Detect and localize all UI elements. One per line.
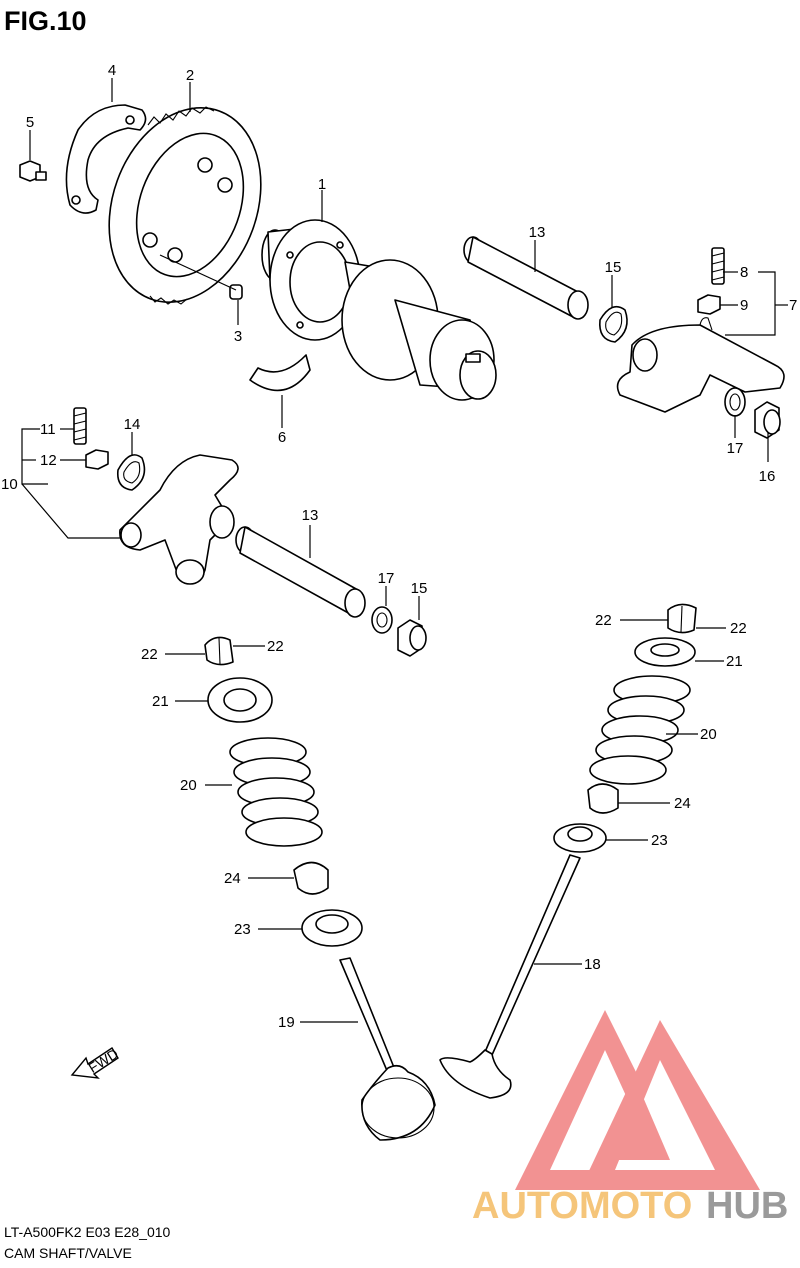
callout-13: 13 (529, 224, 546, 241)
guide-plate (65, 104, 147, 214)
callout-1: 1 (318, 176, 326, 193)
spacer-right (724, 387, 746, 417)
valve-spring-right (589, 675, 691, 785)
callout-15-right: 15 (605, 259, 622, 276)
callout-22-d: 22 (730, 620, 747, 637)
callout-2: 2 (186, 67, 194, 84)
valve-stem-seal-right (587, 783, 619, 814)
callout-20-right: 20 (700, 726, 717, 743)
valve-cotter-left (204, 636, 234, 666)
lock-nut-left (85, 449, 109, 470)
bolt (19, 160, 47, 182)
rocker-arm-right (616, 317, 785, 413)
section-name-caption: CAM SHAFT/VALVE (4, 1245, 132, 1261)
callout-10: 10 (1, 476, 18, 493)
model-code-caption: LT-A500FK2 E03 E28_010 (4, 1224, 171, 1240)
callout-3: 3 (234, 328, 242, 345)
callout-16-right: 16 (759, 468, 776, 485)
valve-cotter-right (667, 603, 697, 634)
callout-22-a: 22 (141, 646, 158, 663)
valve-stem-seal-left (293, 861, 329, 895)
adjusting-screw-right (711, 247, 725, 285)
exhaust-valve (439, 854, 581, 1099)
rocker-shaft-right (463, 236, 589, 320)
callout-17-left: 17 (378, 570, 395, 587)
rocker-arm-left (119, 454, 239, 585)
thrust-washer (249, 354, 311, 392)
forward-arrow: FWD (70, 1045, 122, 1079)
camshaft (261, 219, 497, 401)
spring-seat-right (553, 823, 607, 853)
callout-22-b: 22 (267, 638, 284, 655)
figure-title: FIG.10 (4, 6, 87, 36)
callout-17-right: 17 (727, 440, 744, 457)
shaft-plug-left (397, 619, 427, 657)
spring-seat-left (301, 909, 363, 947)
cam-sprocket (108, 106, 262, 305)
callout-19: 19 (278, 1014, 295, 1031)
callout-7: 7 (789, 297, 797, 314)
callout-15-left: 14 (124, 416, 141, 433)
spring-retainer-left (207, 677, 273, 723)
callout-24-right: 24 (674, 795, 691, 812)
watermark-word: AUTOMOTO HUB (472, 1185, 788, 1227)
callout-23-right: 23 (651, 832, 668, 849)
spring-retainer-right (634, 637, 696, 667)
callout-12: 12 (40, 452, 57, 469)
callout-14: 13 (302, 507, 319, 524)
watermark-word-hub: HUB (706, 1185, 788, 1227)
callout-labels: 4 2 5 1 3 6 13 15 8 9 7 17 16 11 12 10 1… (1, 62, 797, 1031)
leader-lines (21, 78, 788, 1023)
callout-11: 11 (40, 421, 56, 438)
callout-21-left: 21 (152, 693, 169, 710)
shaft-clip-right (598, 305, 628, 343)
fwd-label: FWD (86, 1045, 122, 1075)
callout-5: 5 (26, 114, 34, 131)
callout-18: 18 (584, 956, 601, 973)
callout-20-left: 20 (180, 777, 197, 794)
callout-24-left: 24 (224, 870, 241, 887)
callout-23-left: 23 (234, 921, 251, 938)
lock-nut-right (697, 294, 721, 315)
rocker-shaft-left (235, 526, 366, 618)
shaft-plug-right (754, 401, 781, 439)
callout-4: 4 (108, 62, 116, 79)
watermark-logo (515, 1010, 760, 1190)
watermark-word-automoto: AUTOMOTO (472, 1185, 692, 1227)
callout-21-right: 21 (726, 653, 743, 670)
callout-6: 6 (278, 429, 286, 446)
callout-8: 8 (740, 264, 748, 281)
dowel-pin (159, 254, 243, 300)
valve-spring-left (229, 737, 323, 847)
callout-16-left: 15 (411, 580, 428, 597)
callout-22-c: 22 (595, 612, 612, 629)
adjusting-screw-left (73, 407, 87, 445)
shaft-clip-left (116, 454, 146, 491)
callout-9: 9 (740, 297, 748, 314)
spacer-left (371, 606, 393, 634)
intake-valve (339, 957, 436, 1141)
